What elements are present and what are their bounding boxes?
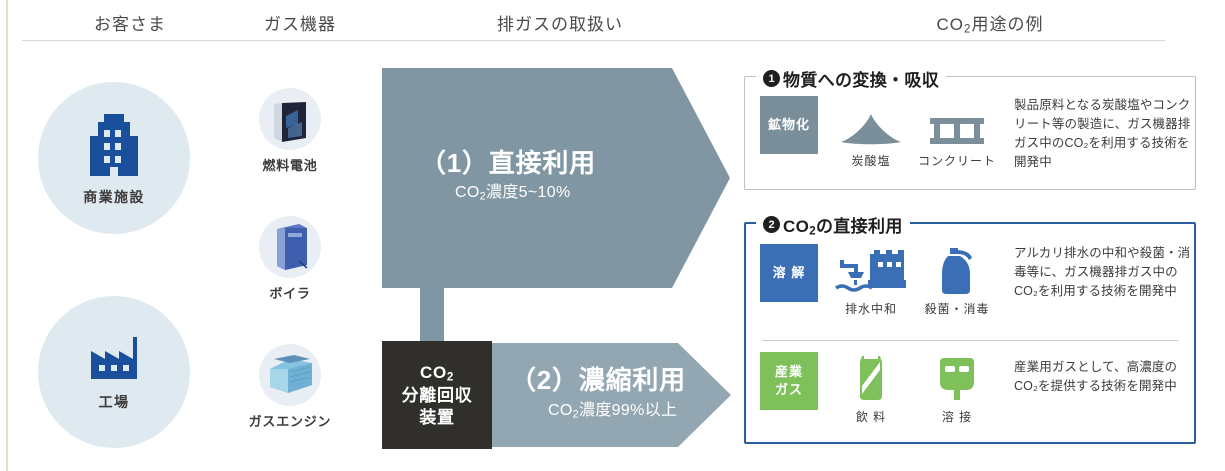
fuel-cell-icon — [259, 88, 321, 150]
header-co2-uses: CO2用途の例 — [830, 10, 1150, 36]
concrete-beam-icon — [928, 96, 986, 146]
beverage-can-icon — [854, 352, 888, 402]
header-divider — [22, 40, 1165, 41]
panel-2-legend: 2 CO2の直接利用 — [756, 212, 910, 238]
arrow1-co2: CO — [455, 184, 480, 201]
arrow-concentrated-use-subtitle: CO2濃度99%以上 — [548, 396, 677, 420]
arrow2-co2: CO — [548, 402, 573, 419]
boiler-icon — [259, 216, 321, 278]
equipment-label: ボイラ — [269, 286, 311, 301]
equipment-gas-engine: ガスエンジン — [230, 344, 350, 430]
icon-carbonate: 炭酸塩 — [828, 96, 914, 169]
icon-label: 飲 料 — [855, 410, 887, 424]
customer-label: 商業施設 — [83, 188, 145, 205]
badge-label-line1: 産業 — [774, 364, 804, 380]
badge-industrial-gas: 産業 ガス — [760, 352, 818, 410]
panel-1-number: 1 — [763, 70, 780, 87]
left-accent-rule — [6, 0, 8, 471]
arrow-direct-use — [382, 68, 732, 360]
arrow1-co2-subscript: 2 — [479, 190, 487, 203]
equipment-fuel-cell: 燃料電池 — [230, 88, 350, 174]
arrow-concentrated-use — [488, 343, 732, 447]
header-customer: お客さま — [93, 15, 167, 34]
gas-engine-icon — [259, 344, 321, 406]
header-equipment: ガス機器 — [263, 15, 337, 34]
icon-concrete: コンクリート — [914, 96, 1000, 169]
panel-1-title: 物質への変換・吸収 — [783, 71, 940, 90]
icon-label: コンクリート — [918, 154, 996, 168]
header-co2-text: CO — [936, 15, 964, 34]
header-exhaust: 排ガスの取扱い — [496, 15, 624, 34]
arrow-concentrated-use-title: （2）濃縮利用 — [510, 365, 686, 395]
equipment-label: ガスエンジン — [248, 414, 332, 429]
panel-material-conversion — [744, 76, 1196, 190]
icon-label: 排水中和 — [845, 302, 897, 316]
capture-co2: CO — [420, 362, 447, 382]
panel-2-row-industrial-gas: 産業 ガス 飲 料 溶 接 — [760, 352, 1200, 425]
panel-2-title-suffix: の直接利用 — [815, 217, 903, 236]
panel-2-title: CO2の直接利用 — [783, 212, 903, 238]
badge-label-line2: ガス — [774, 382, 804, 397]
icon-sterilization: 殺菌・消毒 — [914, 244, 1000, 317]
carbonate-pile-icon — [839, 96, 903, 146]
panel-2-row-divider — [762, 340, 1178, 341]
icon-welding: 溶 接 — [914, 352, 1000, 425]
capture-box-line1: CO2 — [420, 362, 454, 385]
header-co2-subscript: 2 — [964, 23, 972, 36]
icon-wastewater: 排水中和 — [828, 244, 914, 317]
badge-label: 溶 解 — [772, 265, 806, 281]
panel-co2-direct-use — [744, 222, 1196, 444]
co2-capture-device-box: CO2 分離回収 装置 — [382, 341, 492, 449]
arrow-direct-use-title: （1）直接利用 — [420, 148, 596, 178]
arrow2-conc: 濃度99%以上 — [579, 402, 678, 419]
icon-label: 殺菌・消毒 — [924, 302, 990, 316]
building-icon — [86, 110, 142, 181]
panel-2-row1-description: アルカリ排水の中和や殺菌・消毒等に、ガス機器排ガス中のCO₂を利用する技術を開発… — [1014, 246, 1191, 298]
customer-commercial-facility: 商業施設 — [38, 82, 190, 234]
badge-mineralization: 鉱物化 — [760, 96, 818, 154]
customer-label: 工場 — [98, 393, 130, 410]
panel-1-legend: 1 物質への変換・吸収 — [756, 66, 947, 91]
panel-2-title-co2: CO — [783, 217, 810, 236]
panel-1-description: 製品原料となる炭酸塩やコンクリート等の製造に、ガス機器排ガス中のCO₂を利用する… — [1014, 98, 1191, 169]
icon-label: 溶 接 — [941, 410, 973, 424]
panel-2-row-dissolution: 溶 解 排水中和 — [760, 244, 1200, 317]
arrow1-conc: 濃度5~10% — [486, 184, 571, 201]
icon-label: 炭酸塩 — [851, 154, 891, 168]
welding-mask-icon — [934, 352, 980, 402]
panel-2-title-subscript: 2 — [809, 225, 816, 238]
customer-factory: 工場 — [38, 296, 190, 448]
header-co2-suffix: 用途の例 — [971, 15, 1044, 34]
wastewater-neutralization-icon — [834, 244, 908, 294]
panel-2-number: 2 — [763, 216, 780, 234]
badge-dissolution: 溶 解 — [760, 244, 818, 302]
sterilization-icon — [934, 244, 980, 294]
capture-box-line3: 装置 — [419, 407, 455, 427]
equipment-label: 燃料電池 — [262, 158, 318, 173]
arrow-direct-use-subtitle: CO2濃度5~10% — [455, 178, 571, 202]
capture-box-line2: 分離回収 — [401, 385, 473, 405]
equipment-boiler: ボイラ — [230, 216, 350, 302]
capture-co2-subscript: 2 — [446, 371, 454, 384]
icon-beverage: 飲 料 — [828, 352, 914, 425]
arrow2-co2-subscript: 2 — [572, 408, 580, 421]
badge-label: 鉱物化 — [767, 117, 811, 133]
factory-icon — [87, 333, 141, 386]
panel-1-row-mineralization: 鉱物化 炭酸塩 コンクリート 製品原料となる炭酸塩やコンク — [760, 96, 1200, 172]
panel-2-row2-description: 産業用ガスとして、高濃度のCO₂を提供する技術を開発中 — [1014, 360, 1178, 393]
